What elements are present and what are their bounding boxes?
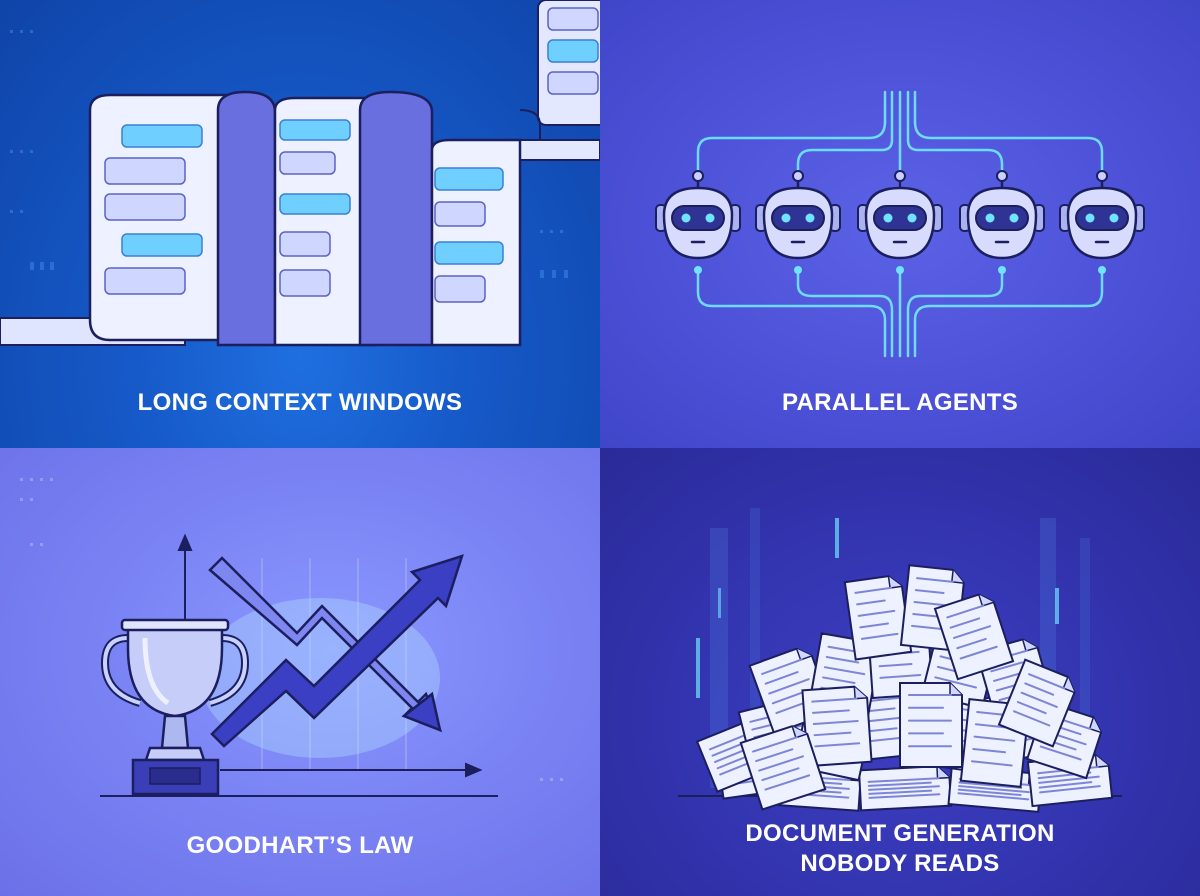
panel-caption-long-context-windows: LONG CONTEXT WINDOWS: [0, 388, 600, 418]
panel-caption-parallel-agents: PARALLEL AGENTS: [600, 388, 1200, 418]
chat-bubble-icon: [434, 167, 504, 191]
scroll-roll-1: [216, 90, 277, 347]
chat-bubble-icon: [121, 233, 203, 257]
goodhart-illustration: [20, 478, 563, 797]
chat-bubble-icon: [279, 151, 336, 175]
chat-bubble-icon: [279, 193, 351, 215]
panel-caption-goodharts-law: GOODHART’S LAW: [0, 831, 600, 861]
panel-goodharts-law: GOODHART’S LAW: [0, 448, 600, 896]
document-icon: [843, 575, 913, 661]
chat-bubble-icon: [279, 269, 331, 297]
scroll-roll-2: [358, 90, 434, 347]
background-dots: [10, 30, 568, 278]
document-icon: [1026, 754, 1114, 808]
robot-icon: [1059, 170, 1145, 260]
document-icon: [801, 685, 873, 768]
caption-line: DOCUMENT GENERATION: [745, 820, 1055, 847]
document-icon: [739, 725, 827, 811]
panel-long-context-windows: LONG CONTEXT WINDOWS: [0, 0, 600, 448]
chat-bubble-icon: [279, 231, 331, 257]
chat-bubble-icon: [279, 119, 351, 141]
circuit-nodes: [694, 266, 1106, 274]
scroll-strip-top: [519, 0, 600, 161]
caption-line: PARALLEL AGENTS: [781, 389, 1019, 416]
chat-bubble-icon: [434, 275, 486, 303]
panel-document-generation: DOCUMENT GENERATION NOBODY READS: [600, 448, 1200, 896]
chat-bubble-icon: [104, 157, 186, 185]
chat-bubble-icon: [434, 241, 504, 265]
caption-line: LONG CONTEXT WINDOWS: [137, 389, 463, 416]
robot-icon: [755, 170, 841, 260]
document-icon: [997, 658, 1076, 748]
robot-icon: [857, 170, 943, 260]
scroll-illustration: [0, 0, 600, 347]
circuit-icon: [696, 90, 1104, 358]
panel-caption-document-generation: DOCUMENT GENERATION NOBODY READS: [600, 819, 1200, 879]
document-icon: [899, 682, 963, 768]
document-pile-illustration: [678, 508, 1122, 813]
robot-icon: [655, 170, 741, 260]
trend-arrow-icon: [210, 554, 464, 748]
background-dots: [20, 478, 563, 781]
trophy-icon: [100, 618, 250, 796]
chat-bubble-icon: [104, 267, 186, 295]
chat-bubble-icon: [434, 201, 486, 227]
caption-line: NOBODY READS: [800, 850, 1000, 877]
robot-icon: [959, 170, 1045, 260]
panel-parallel-agents: PARALLEL AGENTS: [600, 0, 1200, 448]
agents-illustration: [655, 90, 1145, 358]
chat-bubble-icon: [104, 193, 186, 221]
document-icon: [857, 765, 953, 812]
chat-bubble-icon: [121, 124, 203, 148]
scroll-page-3: [430, 138, 522, 347]
document-icon: [933, 593, 1015, 681]
caption-line: GOODHART’S LAW: [186, 832, 414, 859]
